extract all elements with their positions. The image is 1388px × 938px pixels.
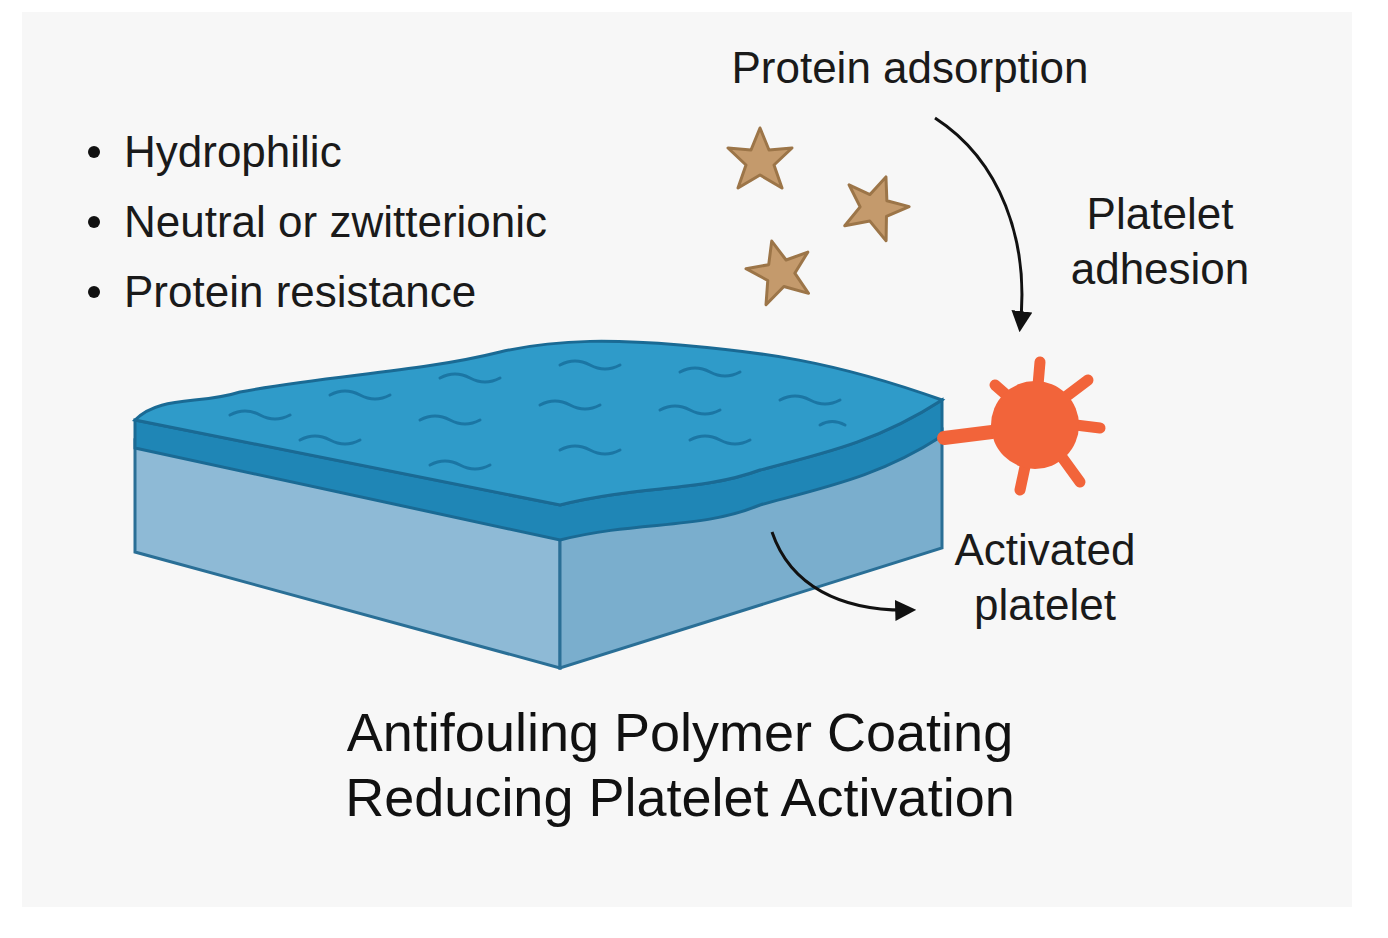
activated-platelet — [944, 362, 1100, 490]
step-label: Platelet adhesion — [1040, 186, 1280, 296]
background-panel — [22, 12, 1352, 907]
bullet-dot — [88, 216, 100, 228]
protein — [728, 128, 916, 307]
bullet-dot — [88, 286, 100, 298]
step-label: Activated platelet — [915, 522, 1175, 632]
step-label: Protein adsorption — [660, 40, 1160, 95]
polymer-slab — [135, 341, 942, 668]
process-arrow — [935, 118, 1022, 328]
process-arrow — [772, 532, 912, 610]
bullet-dot — [88, 146, 100, 158]
property-bullet: Protein resistance — [124, 264, 476, 319]
property-bullet: Neutral or zwitterionic — [124, 194, 547, 249]
diagram-title: Antifouling Polymer Coating Reducing Pla… — [180, 700, 1180, 830]
property-bullet: Hydrophilic — [124, 124, 342, 179]
